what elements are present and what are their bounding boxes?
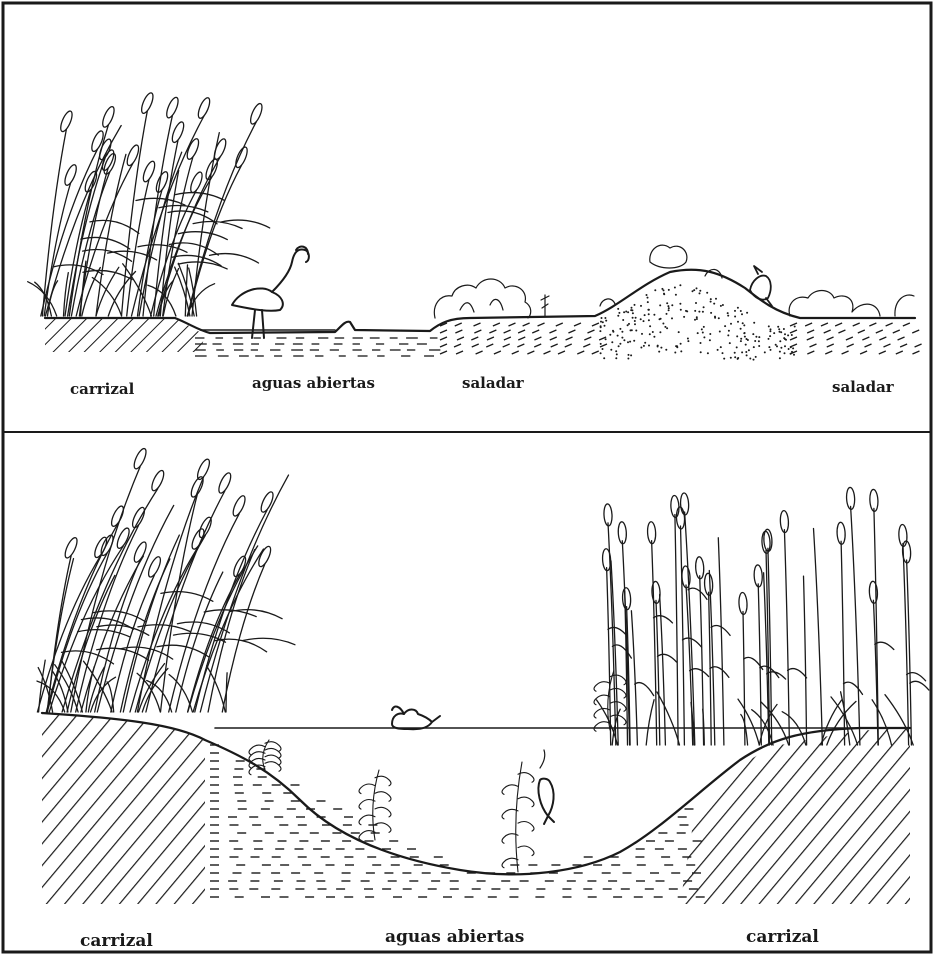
bird-icon xyxy=(750,266,772,306)
top-left-soil xyxy=(45,318,205,352)
reed-clump-icon xyxy=(37,447,295,712)
label-top-saladar: saladar xyxy=(462,374,525,392)
label-bottom-aguas-abiertas: aguas abiertas xyxy=(385,927,524,947)
reed-clump-icon xyxy=(28,91,270,316)
fish-icon xyxy=(538,750,554,824)
label-bottom-carrizal-left: carrizal xyxy=(80,931,153,951)
label-bottom-carrizal-right: carrizal xyxy=(746,927,819,947)
bottom-left-soil xyxy=(42,713,205,904)
label-top-aguas-abiertas: aguas abiertas xyxy=(252,374,375,392)
bottom-panel: carrizal aguas abiertas carrizal xyxy=(37,447,929,951)
bottom-right-soil xyxy=(680,728,910,904)
top-water-dashes xyxy=(195,338,440,356)
label-top-carrizal: carrizal xyxy=(70,380,135,398)
reed-clump-icon xyxy=(597,487,929,745)
flamingo-icon xyxy=(232,247,309,338)
bottom-water-dashes xyxy=(210,745,705,897)
shrub-icon xyxy=(434,245,914,318)
top-saladar-soil xyxy=(440,323,922,354)
duck-icon xyxy=(392,707,440,730)
label-top-saladar-right: saladar xyxy=(832,378,895,396)
top-panel: carrizal aguas abiertas saladar saladar xyxy=(28,91,922,398)
